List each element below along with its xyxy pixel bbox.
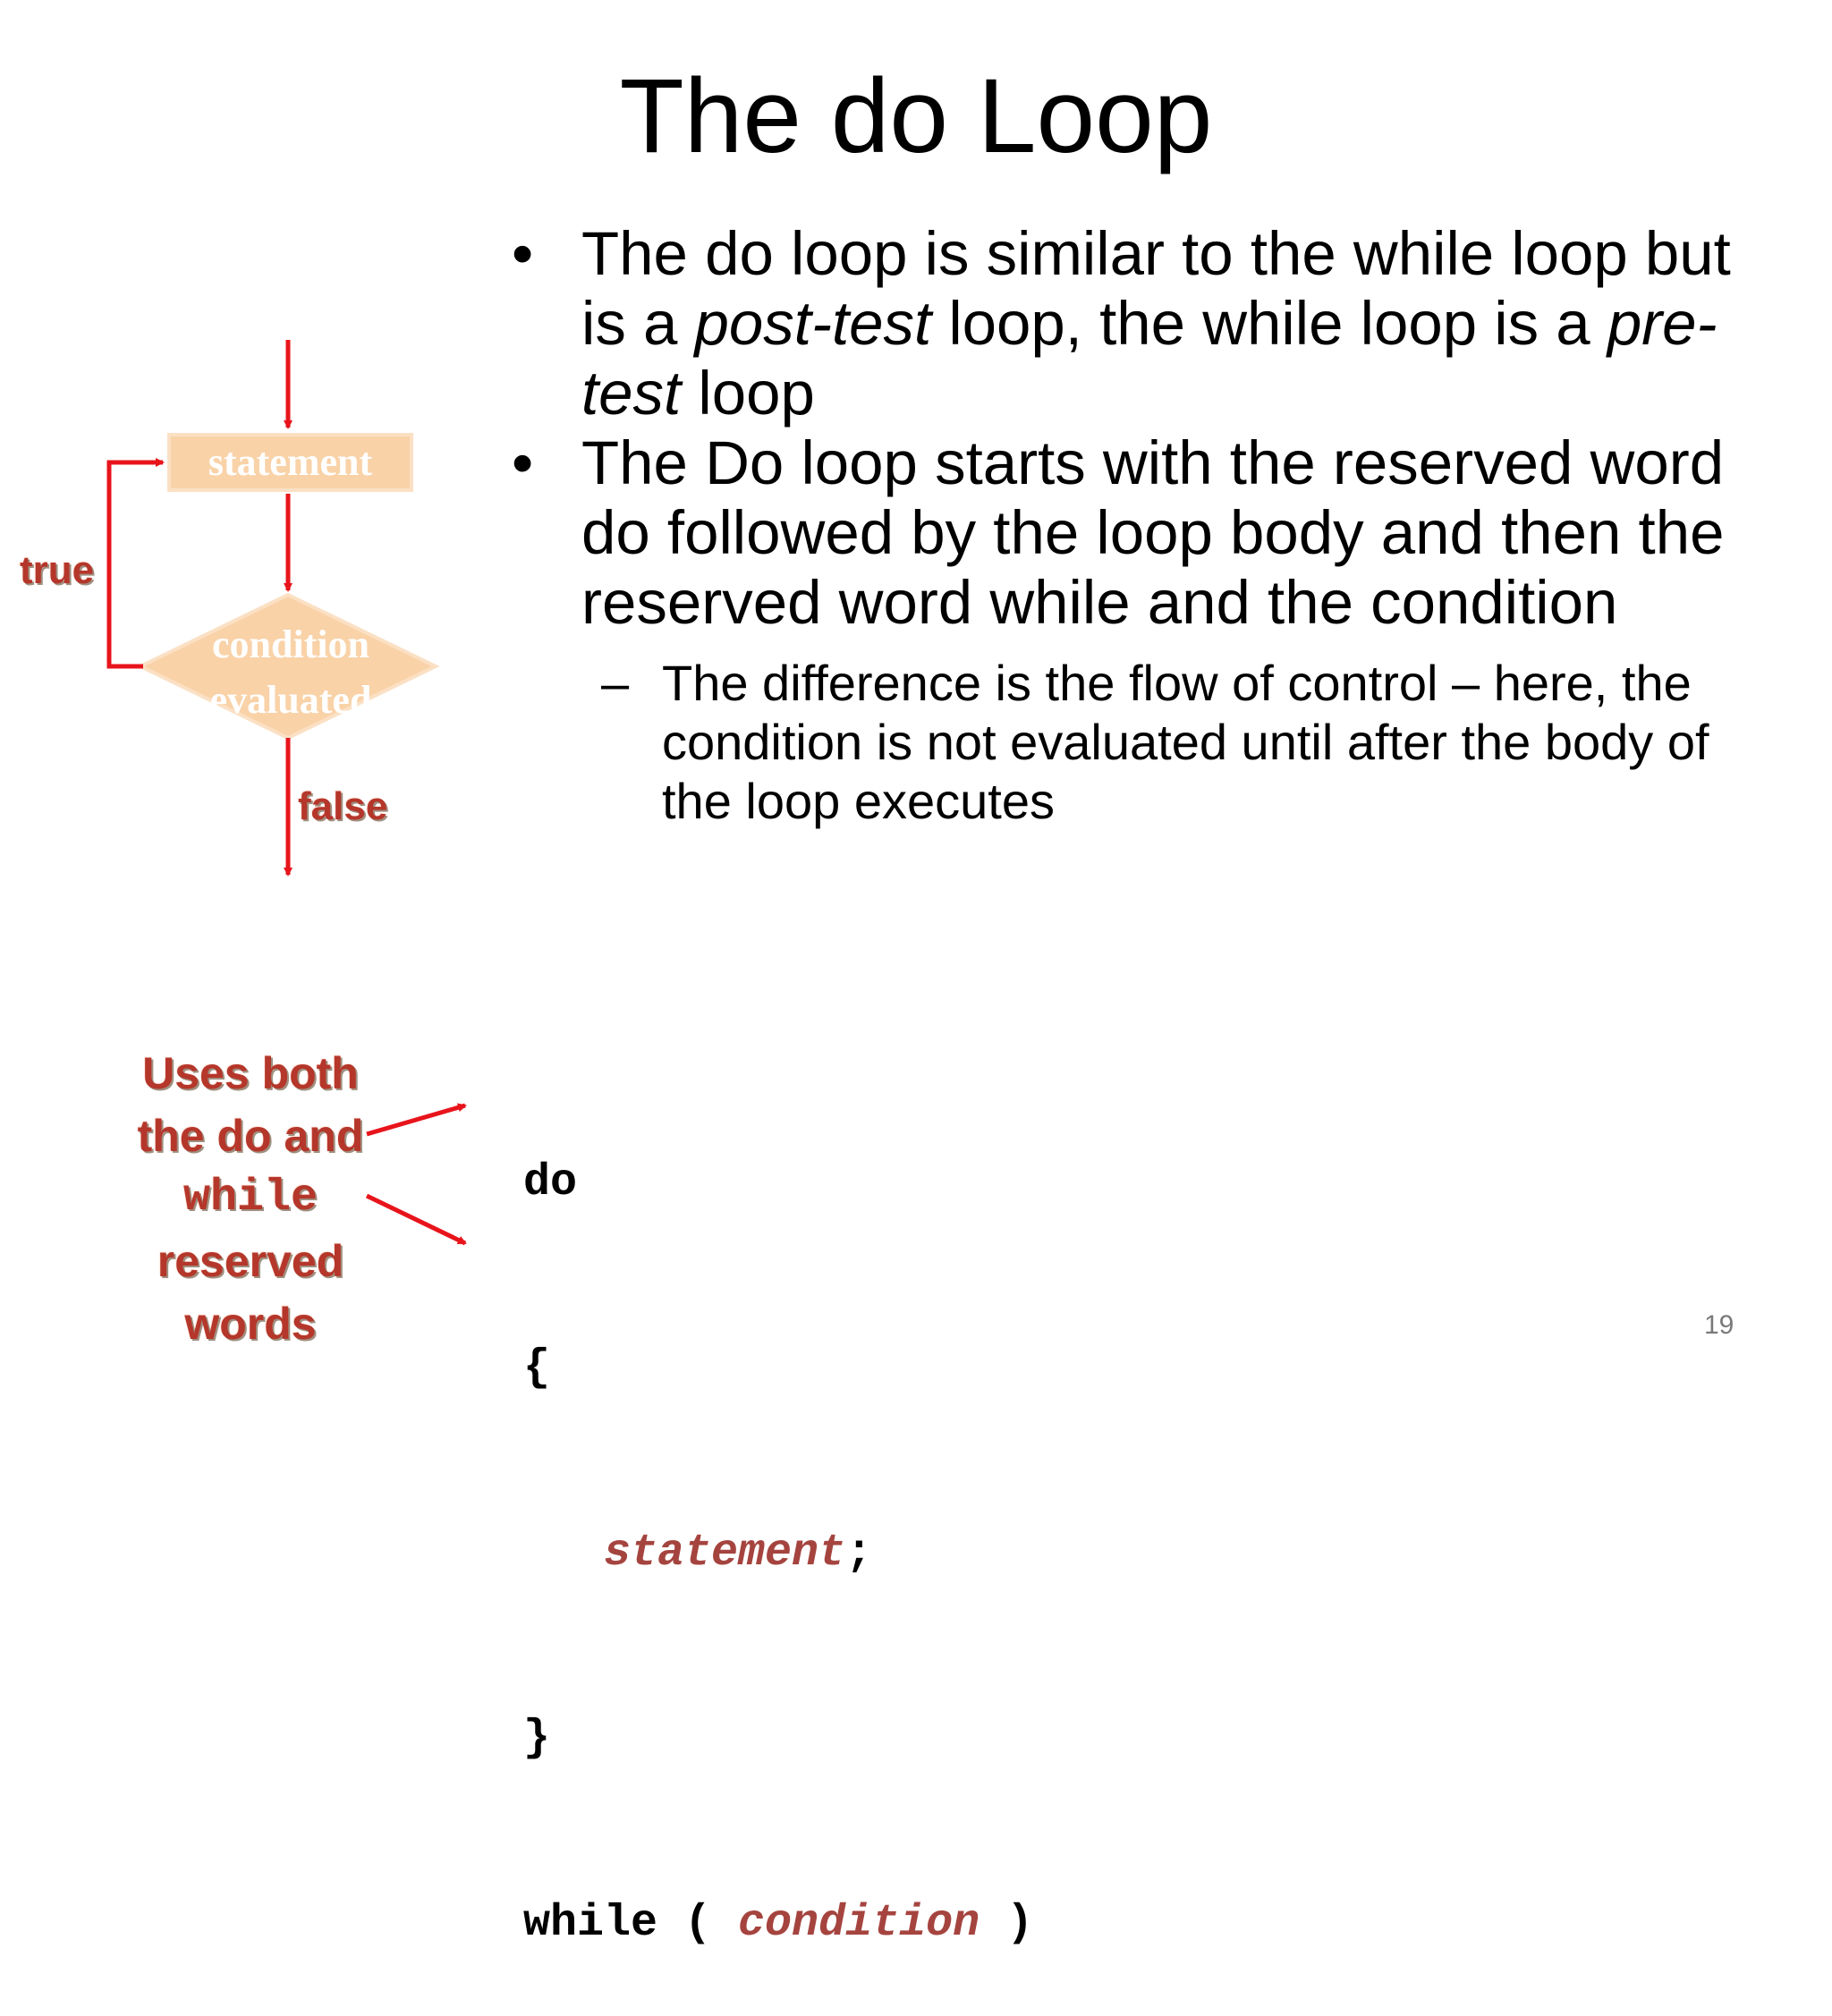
condition-label-line: condition — [211, 623, 370, 666]
bullet-emphasis: post-test — [694, 289, 932, 358]
bullet-list: • The do loop is similar to the while lo… — [501, 219, 1789, 831]
bullet-text: loop — [681, 359, 815, 428]
code-block: do { statement; } while ( condition ) — [523, 1029, 1033, 2016]
page-number: 19 — [1704, 1310, 1734, 1340]
open-paren: ( — [657, 1898, 739, 1949]
bullet-item: • The do loop is similar to the while lo… — [501, 219, 1789, 428]
condition-placeholder: condition — [738, 1898, 980, 1949]
bullet-emphasis: pre-test — [581, 289, 1718, 428]
reserved-words-note: Uses both the do and while reserved word… — [107, 1042, 394, 1355]
code-line-close-brace: } — [523, 1713, 551, 1764]
bullet-item: • The Do loop starts with the reserved w… — [501, 428, 1789, 638]
code-line-statement: statement; — [523, 1522, 1033, 1584]
sub-bullet-item: – The difference is the flow of control … — [501, 654, 1789, 831]
false-label: false — [298, 784, 388, 828]
flowchart-diagram — [106, 340, 467, 1246]
slide-title: The do Loop — [619, 57, 1213, 175]
bullet-text: The do loop is similar to the while loop… — [581, 219, 1731, 358]
note-line: the do and — [137, 1111, 364, 1161]
bullet-text: The Do loop starts with the reserved wor… — [581, 428, 1725, 637]
bullet-text: loop, the while loop is a — [931, 289, 1607, 358]
statement-placeholder: statement — [604, 1528, 846, 1579]
note-arrow-while — [365, 1193, 467, 1246]
condition-label: condition evaluated — [152, 617, 429, 728]
statement-box: statement — [167, 433, 413, 492]
close-paren: ) — [980, 1898, 1034, 1949]
bullet-marker: • — [512, 219, 534, 288]
note-arrow-do — [366, 1103, 467, 1137]
sub-bullet-marker: – — [601, 655, 630, 711]
code-line-while: while ( condition ) — [523, 1893, 1033, 1954]
while-keyword: while — [523, 1898, 658, 1949]
condition-label-line: evaluated — [209, 678, 372, 722]
true-label: true — [20, 548, 95, 592]
code-line-do: do — [523, 1157, 578, 1208]
note-line: words — [184, 1299, 317, 1349]
bullet-marker: • — [512, 428, 534, 497]
statement-semicolon: ; — [845, 1528, 873, 1579]
sub-bullet-text: The difference is the flow of control – … — [662, 655, 1709, 829]
true-loop-arrow — [106, 458, 165, 669]
note-line: Uses both — [142, 1048, 359, 1098]
note-line: reserved — [157, 1236, 344, 1286]
note-line: while — [182, 1173, 318, 1224]
code-line-open-brace: { — [523, 1343, 551, 1393]
